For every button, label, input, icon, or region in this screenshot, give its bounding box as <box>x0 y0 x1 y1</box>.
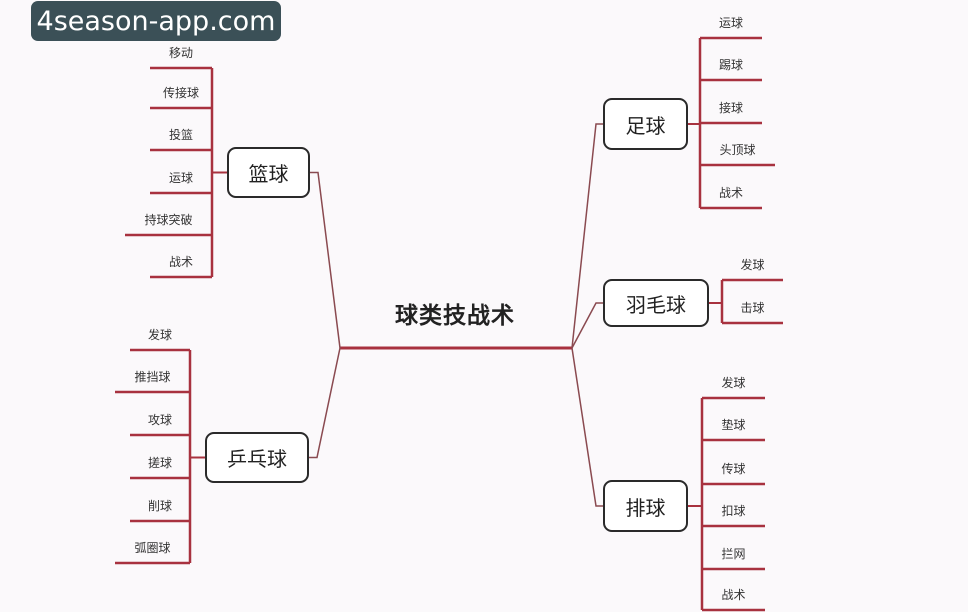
topic-node[interactable]: 乒乓球 <box>205 432 309 483</box>
leaf-topic[interactable]: 弧圈球 <box>134 541 171 555</box>
leaf-topic[interactable]: 发球 <box>147 328 173 342</box>
leaf-topic[interactable]: 运球 <box>718 16 744 30</box>
topic-node[interactable]: 排球 <box>603 480 688 532</box>
leaf-topic[interactable]: 攻球 <box>147 413 173 427</box>
leaf-topic[interactable]: 战术 <box>718 186 744 200</box>
branch-connector <box>571 302 603 349</box>
topic-node[interactable]: 篮球 <box>227 147 310 198</box>
leaf-topic[interactable]: 投篮 <box>168 128 194 142</box>
leaf-topic[interactable]: 持球突破 <box>144 213 193 227</box>
branch-connector <box>310 171 341 349</box>
leaf-topic[interactable]: 运球 <box>168 171 194 185</box>
leaf-topic[interactable]: 推挡球 <box>134 370 171 384</box>
leaf-topic[interactable]: 垫球 <box>721 418 746 432</box>
leaf-topic[interactable]: 击球 <box>740 301 765 315</box>
leaf-topic[interactable]: 战术 <box>721 588 746 602</box>
leaf-topic[interactable]: 削球 <box>147 499 173 513</box>
branch-connector <box>571 123 603 349</box>
leaf-topic[interactable]: 接球 <box>718 101 744 115</box>
branch-connector <box>571 347 603 507</box>
leaf-topic[interactable]: 踢球 <box>718 58 744 72</box>
leaf-topic[interactable]: 扣球 <box>721 504 746 518</box>
leaf-topic[interactable]: 移动 <box>168 46 194 60</box>
branch-connector <box>309 347 341 459</box>
topic-node[interactable]: 羽毛球 <box>603 279 709 327</box>
leaf-topic[interactable]: 搓球 <box>147 456 173 470</box>
leaf-topic[interactable]: 传球 <box>721 462 746 476</box>
leaf-topic[interactable]: 拦网 <box>721 547 746 561</box>
topic-node[interactable]: 足球 <box>603 98 688 150</box>
central-topic: 球类技战术 <box>395 303 515 329</box>
leaf-topic[interactable]: 传接球 <box>162 86 200 100</box>
leaf-topic[interactable]: 战术 <box>168 255 194 269</box>
leaf-topic[interactable]: 发球 <box>721 376 746 390</box>
watermark: 4season-app.com <box>31 1 281 41</box>
leaf-topic[interactable]: 发球 <box>740 258 765 272</box>
leaf-topic[interactable]: 头顶球 <box>719 143 756 157</box>
